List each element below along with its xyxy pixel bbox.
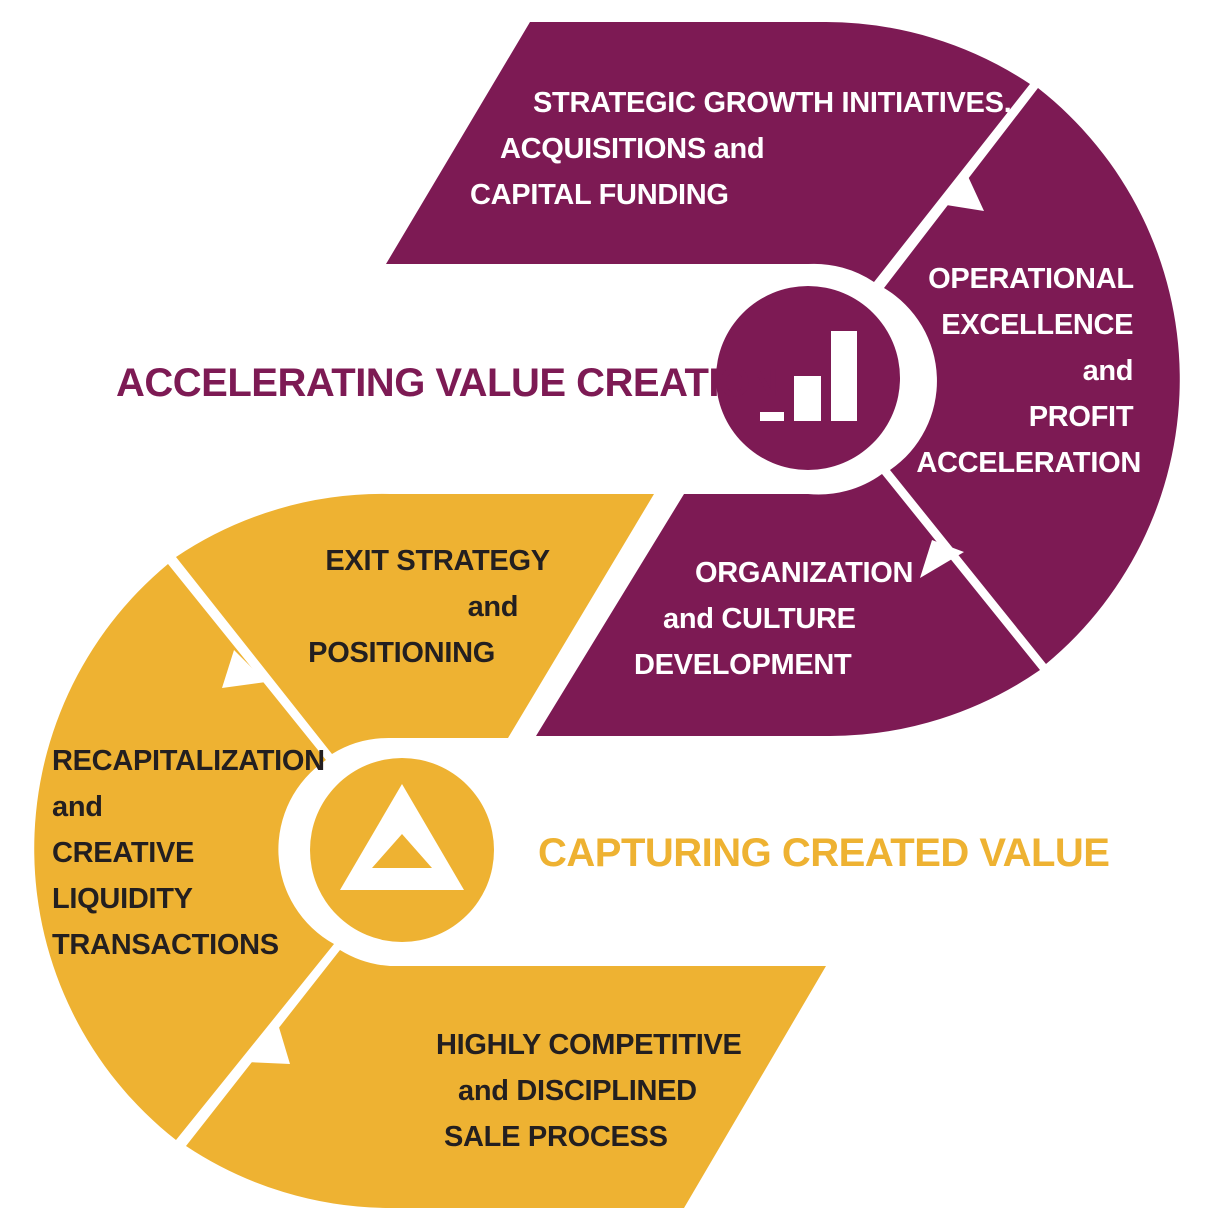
accelerating-cycle: [386, 22, 1180, 736]
flow-arrow-icon: [222, 650, 266, 688]
label-line: and: [468, 591, 519, 623]
label-line: PROFIT: [1029, 401, 1134, 433]
label-line: RECAPITALIZATION: [52, 745, 325, 777]
flow-arrow-icon: [940, 172, 984, 211]
flow-arrow-icon: [920, 540, 964, 578]
label-line: LIQUIDITY: [52, 883, 193, 915]
label-operational-excellence: OPERATIONAL EXCELLENCE and PROFIT ACCELE…: [916, 263, 1141, 479]
label-line: POSITIONING: [308, 637, 495, 669]
label-line: HIGHLY COMPETITIVE: [436, 1029, 742, 1061]
label-sale-process: HIGHLY COMPETITIVE and DISCIPLINED SALE …: [436, 1029, 749, 1153]
label-line: TRANSACTIONS: [52, 929, 279, 961]
label-recapitalization: RECAPITALIZATION and CREATIVE LIQUIDITY …: [52, 745, 333, 961]
capturing-cycle: [34, 493, 826, 1208]
title-capturing-created-value: CAPTURING CREATED VALUE: [538, 831, 1109, 875]
label-line: EXIT STRATEGY: [325, 545, 549, 577]
label-line: STRATEGIC GROWTH INITIATIVES,: [533, 87, 1011, 119]
label-line: and CULTURE: [663, 603, 856, 635]
segment-strategic-growth: [386, 22, 1030, 282]
label-line: and: [52, 791, 103, 823]
bar-chart-icon: [760, 331, 857, 421]
label-strategic-growth: STRATEGIC GROWTH INITIATIVES, ACQUISITIO…: [470, 87, 1019, 211]
segment-recapitalization: [34, 564, 334, 1140]
label-line: DEVELOPMENT: [634, 649, 852, 681]
label-line: and DISCIPLINED: [458, 1075, 697, 1107]
segment-exit-strategy: [176, 493, 654, 754]
segment-organization-culture: [536, 474, 1040, 736]
segment-operational-excellence: [884, 88, 1180, 664]
label-line: EXCELLENCE: [941, 309, 1133, 341]
label-line: ORGANIZATION: [695, 557, 913, 589]
flow-arrow-icon: [246, 1024, 290, 1064]
label-line: ACQUISITIONS and: [500, 133, 764, 165]
title-accelerating-value-creation: ACCELERATING VALUE CREATION: [116, 361, 778, 405]
label-line: ACCELERATION: [916, 447, 1141, 479]
triangle-icon: [340, 784, 464, 890]
label-line: and: [1083, 355, 1134, 387]
segment-sale-process: [186, 950, 826, 1208]
label-line: CAPITAL FUNDING: [470, 179, 729, 211]
label-organization-culture: ORGANIZATION and CULTURE DEVELOPMENT: [634, 557, 921, 681]
label-line: CREATIVE: [52, 837, 194, 869]
label-line: SALE PROCESS: [444, 1121, 668, 1153]
label-exit-strategy: EXIT STRATEGY and POSITIONING: [308, 545, 557, 669]
label-line: OPERATIONAL: [928, 263, 1133, 295]
